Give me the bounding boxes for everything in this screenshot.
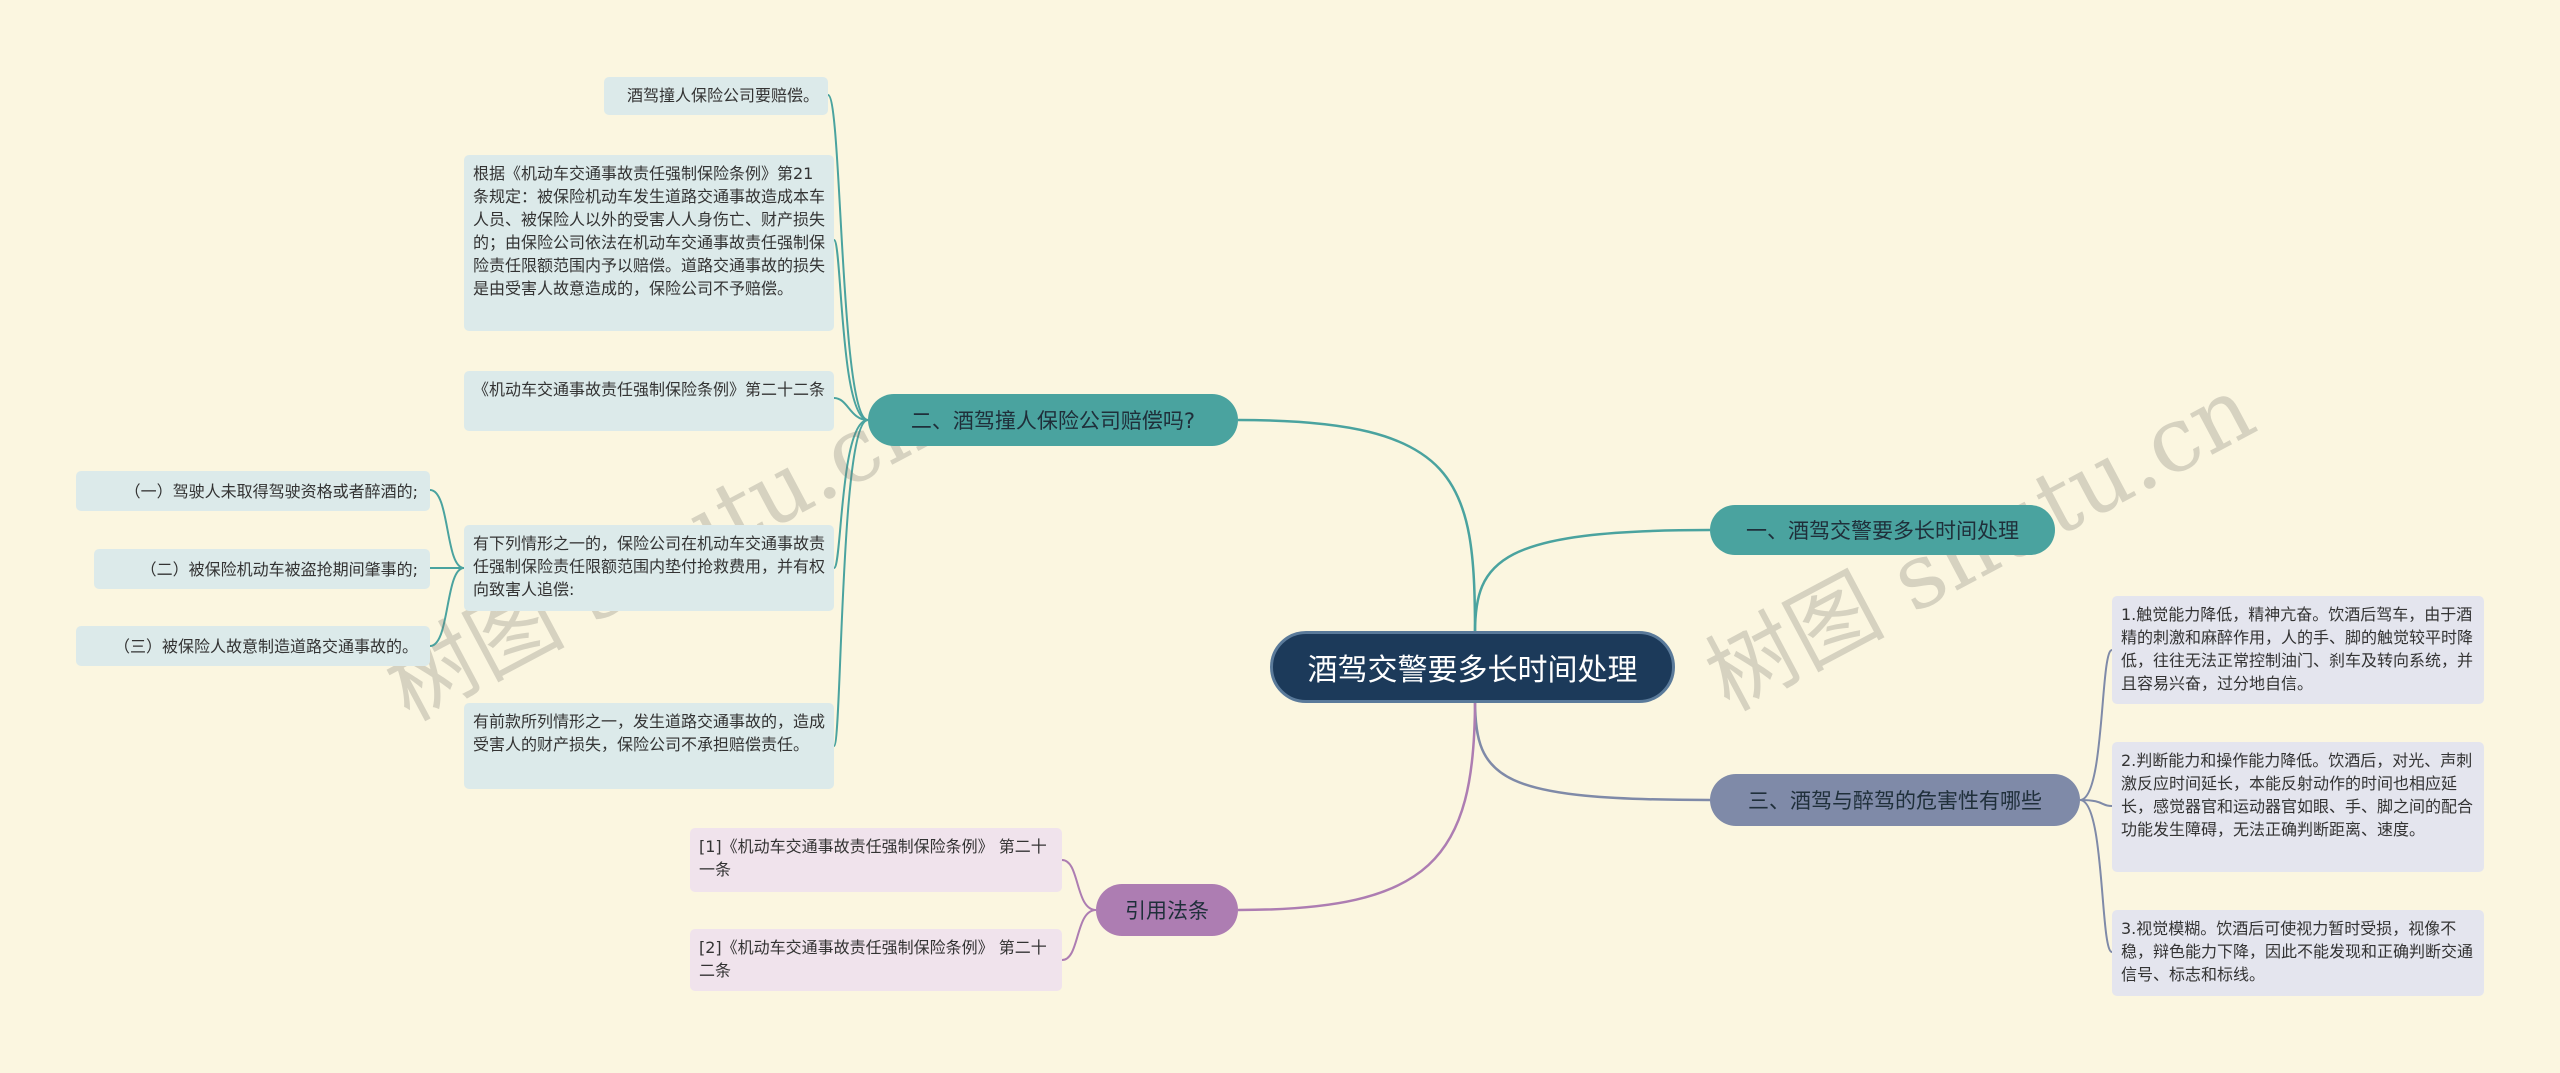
link-root-b4 bbox=[1237, 699, 1477, 912]
b3-item-1[interactable]: 1.触觉能力降低，精神亢奋。饮酒后驾车，由于酒精的刺激和麻醉作用，人的手、脚的触… bbox=[2112, 596, 2484, 704]
link-b2-i3 bbox=[833, 397, 869, 421]
b2-item-4[interactable]: 有下列情形之一的，保险公司在机动车交通事故责任强制保险责任限额范围内垫付抢救费用… bbox=[464, 525, 834, 611]
link-b4-i2 bbox=[1061, 909, 1097, 961]
topic-insurance-compensation[interactable]: 二、酒驾撞人保险公司赔偿吗? bbox=[868, 394, 1238, 446]
link-i4-s1 bbox=[429, 489, 465, 569]
b2-item-1[interactable]: 酒驾撞人保险公司要赔偿。 bbox=[604, 77, 828, 115]
link-b2-i5 bbox=[833, 419, 869, 747]
b2-subitem-1[interactable]: （一）驾驶人未取得驾驶资格或者醉酒的; bbox=[76, 471, 430, 511]
b2-item-3[interactable]: 《机动车交通事故责任强制保险条例》第二十二条 bbox=[464, 371, 834, 431]
link-b3-i3 bbox=[2079, 799, 2113, 953]
link-i4-s3 bbox=[429, 567, 465, 647]
b2-subitem-2[interactable]: （二）被保险机动车被盗抢期间肇事的; bbox=[94, 549, 430, 589]
link-b3-i1 bbox=[2079, 649, 2113, 801]
link-b3-i2 bbox=[2079, 799, 2113, 807]
link-root-b2 bbox=[1237, 418, 1477, 634]
link-root-b3 bbox=[1473, 699, 1711, 802]
root-topic[interactable]: 酒驾交警要多长时间处理 bbox=[1270, 631, 1675, 703]
b2-item-5[interactable]: 有前款所列情形之一，发生道路交通事故的，造成受害人的财产损失，保险公司不承担赔偿… bbox=[464, 703, 834, 789]
topic-processing-time[interactable]: 一、酒驾交警要多长时间处理 bbox=[1710, 505, 2055, 555]
link-root-b1 bbox=[1473, 528, 1711, 634]
topic-drunk-driving-hazards[interactable]: 三、酒驾与醉驾的危害性有哪些 bbox=[1710, 774, 2080, 826]
link-b2-i4 bbox=[833, 419, 869, 569]
b3-item-2[interactable]: 2.判断能力和操作能力降低。饮酒后，对光、声刺激反应时间延长，本能反射动作的时间… bbox=[2112, 742, 2484, 872]
link-b2-i1 bbox=[827, 94, 869, 421]
b2-item-2[interactable]: 根据《机动车交通事故责任强制保险条例》第21条规定：被保险机动车发生道路交通事故… bbox=[464, 155, 834, 331]
b3-item-3[interactable]: 3.视觉模糊。饮酒后可使视力暂时受损，视像不稳，辩色能力下降，因此不能发现和正确… bbox=[2112, 910, 2484, 996]
link-b4-i1 bbox=[1061, 859, 1097, 911]
link-b2-i2 bbox=[833, 239, 869, 421]
b4-item-2[interactable]: [2]《机动车交通事故责任强制保险条例》 第二十二条 bbox=[690, 929, 1062, 991]
topic-cited-statutes[interactable]: 引用法条 bbox=[1096, 884, 1238, 936]
b2-subitem-3[interactable]: （三）被保险人故意制造道路交通事故的。 bbox=[76, 626, 430, 666]
b4-item-1[interactable]: [1]《机动车交通事故责任强制保险条例》 第二十一条 bbox=[690, 828, 1062, 892]
